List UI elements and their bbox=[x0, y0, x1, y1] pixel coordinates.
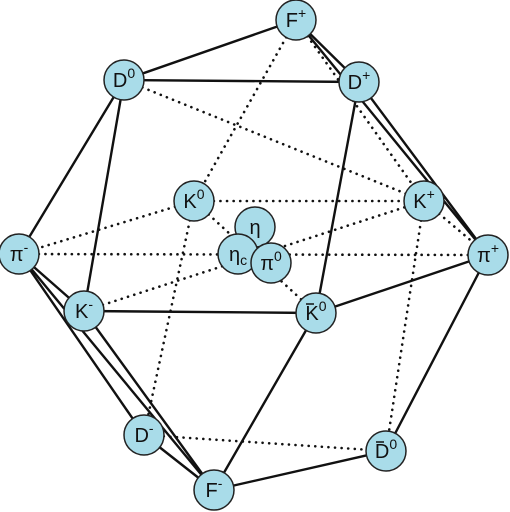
node-D0: D0 bbox=[103, 59, 145, 101]
node-base: K bbox=[305, 303, 319, 325]
edge-D0-Kp bbox=[122, 78, 426, 203]
edge-K0b-Fm bbox=[212, 311, 318, 492]
node-circle bbox=[467, 234, 509, 276]
node-superscript: 0 bbox=[389, 436, 397, 452]
node-D0b: D0 bbox=[365, 430, 407, 472]
node-base: π bbox=[10, 244, 24, 266]
node-superscript: - bbox=[88, 296, 93, 312]
node-label: K- bbox=[75, 296, 93, 323]
node-superscript: - bbox=[218, 475, 223, 491]
node-superscript: + bbox=[298, 5, 306, 21]
edge-D0b-pip bbox=[384, 253, 490, 453]
node-label: π- bbox=[10, 239, 29, 266]
node-superscript: + bbox=[427, 186, 435, 202]
node-K0: K0 bbox=[173, 180, 215, 222]
edges-layer bbox=[17, 18, 490, 492]
edge-K0-K0b bbox=[192, 199, 318, 315]
node-base: D bbox=[348, 72, 362, 94]
node-base: D bbox=[134, 425, 148, 447]
node-superscript: 0 bbox=[127, 65, 135, 81]
node-K0b: K0 bbox=[295, 292, 337, 334]
node-circle bbox=[123, 414, 165, 456]
node-base: F bbox=[206, 480, 218, 502]
node-circle bbox=[103, 59, 145, 101]
node-label: ηc bbox=[229, 244, 247, 268]
node-label: K+ bbox=[413, 186, 435, 213]
node-label: η bbox=[249, 217, 260, 239]
node-circle bbox=[0, 233, 40, 275]
node-Fm: F- bbox=[193, 469, 235, 511]
node-superscript: + bbox=[491, 240, 499, 256]
node-label: K0 bbox=[183, 186, 204, 213]
node-superscript: - bbox=[24, 239, 29, 255]
node-base: K bbox=[183, 191, 197, 213]
node-base: D bbox=[375, 441, 389, 463]
node-base: η bbox=[249, 217, 260, 239]
edge-D0-pim bbox=[17, 78, 126, 256]
edge-pim-Dm bbox=[17, 252, 146, 437]
edge-Fm-D0b bbox=[212, 449, 388, 492]
node-superscript: + bbox=[362, 67, 370, 83]
edge-K0b-pip bbox=[314, 253, 490, 315]
node-superscript: 0 bbox=[319, 298, 327, 314]
node-label: π0 bbox=[260, 248, 282, 275]
edge-K0-pim bbox=[17, 199, 196, 256]
node-base: π bbox=[477, 245, 491, 267]
node-base: K bbox=[75, 301, 89, 323]
node-label: D0 bbox=[375, 436, 397, 463]
node-superscript: 0 bbox=[274, 248, 282, 264]
edge-Km-K0b bbox=[82, 309, 318, 315]
node-circle bbox=[275, 0, 317, 41]
node-Dp: D+ bbox=[338, 61, 380, 103]
node-Fp: F+ bbox=[275, 0, 317, 41]
edge-D0-Fp bbox=[122, 18, 298, 82]
node-superscript: 0 bbox=[197, 186, 205, 202]
node-Kp: K+ bbox=[403, 180, 445, 222]
edge-K0-Dm bbox=[142, 199, 196, 437]
node-circle bbox=[365, 430, 407, 472]
edge-Kp-D0b bbox=[384, 199, 426, 453]
node-circle bbox=[338, 61, 380, 103]
node-label: π+ bbox=[477, 240, 499, 267]
node-superscript: - bbox=[149, 420, 154, 436]
node-label: F- bbox=[206, 475, 223, 502]
edge-Km-Fm bbox=[82, 309, 216, 492]
edge-Dm-D0b bbox=[142, 433, 388, 453]
edge-Dp-pip bbox=[357, 80, 490, 257]
edge-D0-Dp bbox=[122, 78, 361, 84]
node-base: K bbox=[413, 191, 427, 213]
edge-D0-Km bbox=[82, 78, 126, 313]
edge-Fp-Kp bbox=[294, 18, 426, 203]
node-circle bbox=[403, 180, 445, 222]
node-circle bbox=[173, 180, 215, 222]
node-base: π bbox=[260, 253, 274, 275]
node-Dm: D- bbox=[123, 414, 165, 456]
node-base: F bbox=[286, 10, 298, 32]
edge-pim-Fm bbox=[17, 252, 216, 492]
node-base: η bbox=[229, 244, 240, 266]
node-circle bbox=[295, 292, 337, 334]
node-circle bbox=[193, 469, 235, 511]
node-pim: π- bbox=[0, 233, 40, 275]
node-base: D bbox=[113, 70, 127, 92]
edge-Fp-pip bbox=[294, 18, 490, 257]
node-circle bbox=[250, 242, 292, 284]
edge-Dp-K0b bbox=[314, 80, 361, 315]
edge-Fp-K0 bbox=[192, 18, 298, 203]
node-label: K0 bbox=[305, 298, 326, 325]
node-subscript: c bbox=[240, 252, 247, 268]
node-pi0: π0 bbox=[250, 242, 292, 284]
node-label: D+ bbox=[348, 67, 371, 94]
node-pip: π+ bbox=[467, 234, 509, 276]
edge-pim-pip bbox=[17, 252, 490, 257]
node-circle bbox=[63, 290, 105, 332]
node-label: D0 bbox=[113, 65, 135, 92]
node-Km: K- bbox=[63, 290, 105, 332]
node-label: F+ bbox=[286, 5, 306, 32]
node-label: D- bbox=[134, 420, 153, 447]
